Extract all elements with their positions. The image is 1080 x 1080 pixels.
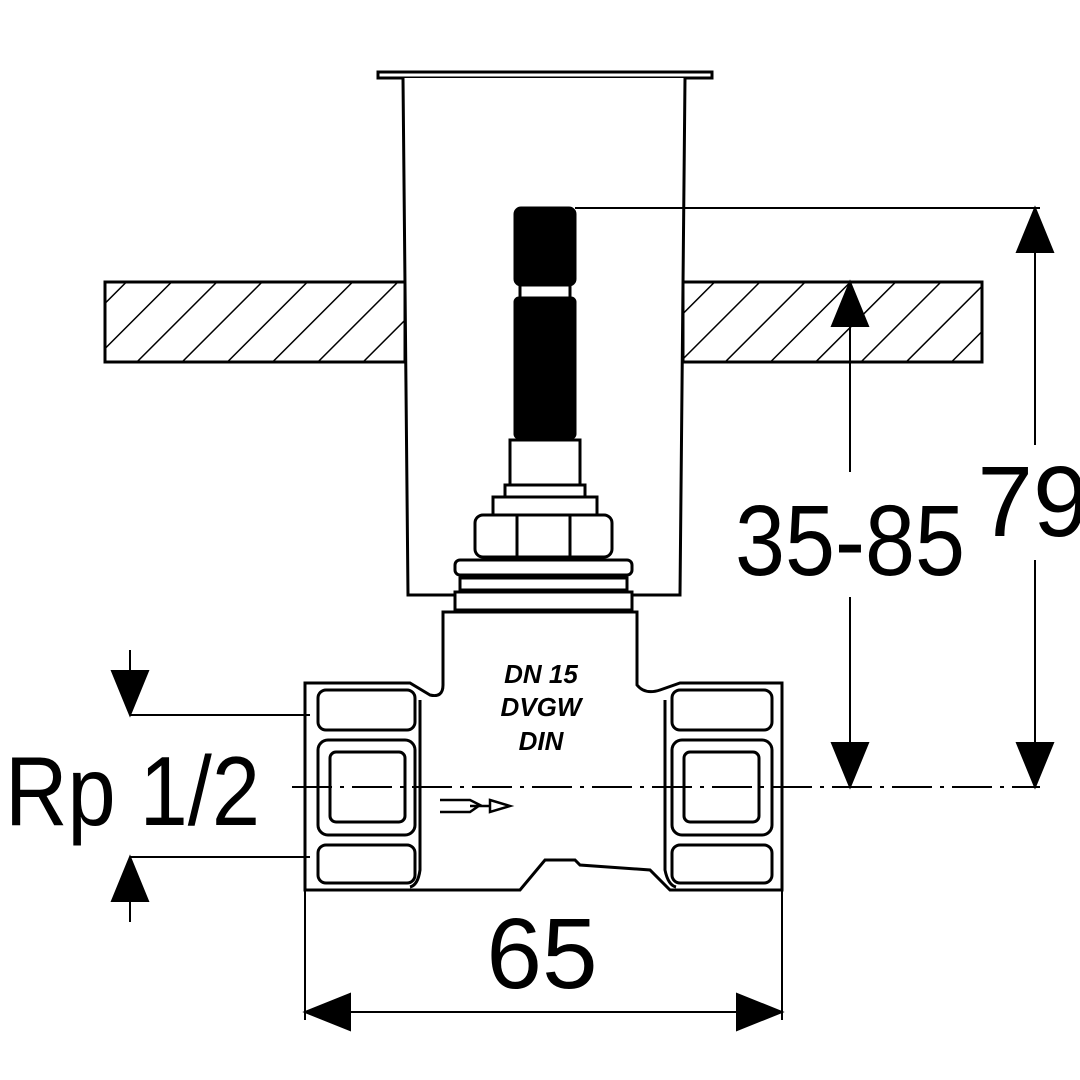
dimension-wall-range-label: 35-85	[735, 485, 965, 597]
thread-size-label: Rp 1/2	[5, 736, 260, 846]
valve-body	[303, 610, 784, 892]
wall-left	[103, 280, 407, 364]
marking-dvgw: DVGW	[501, 692, 584, 722]
dimension-lines	[110, 205, 1055, 1032]
spindle	[453, 206, 634, 612]
marking-din: DIN	[519, 726, 565, 756]
flow-direction-arrow-icon	[440, 798, 515, 814]
dimension-height-label: 79	[977, 446, 1080, 558]
marking-dn: DN 15	[504, 659, 578, 689]
dimension-width-label: 65	[486, 898, 597, 1010]
wall-right	[681, 280, 984, 364]
